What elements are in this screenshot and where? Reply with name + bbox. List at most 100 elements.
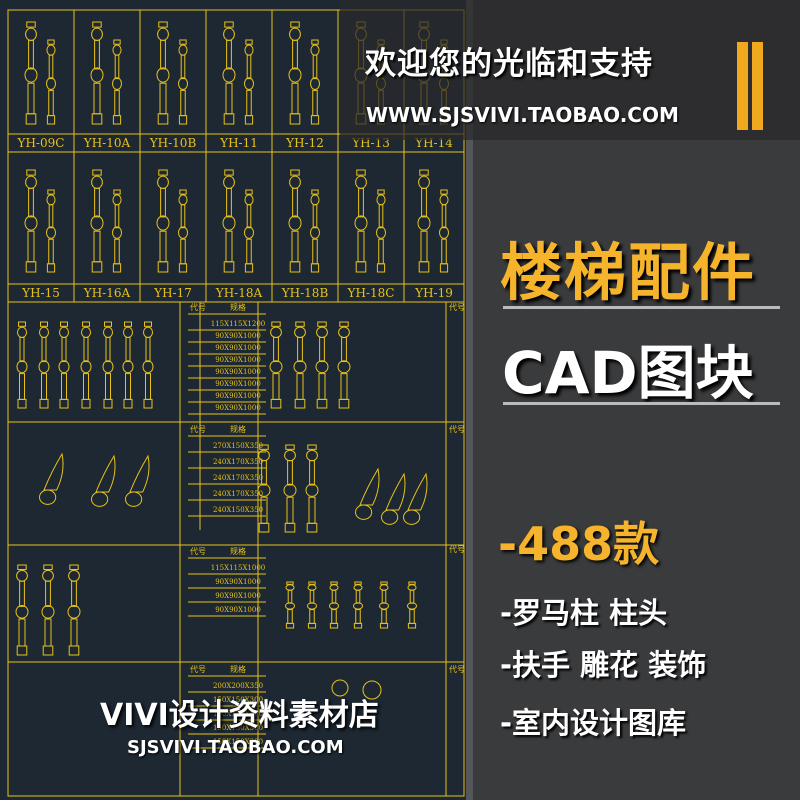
cad-label: YH-12 [285,136,324,150]
title-rule-bottom [503,402,780,405]
cad-baluster-part [409,609,415,624]
header-band [340,0,800,140]
cad-baluster-part [223,113,235,125]
cad-baluster-part [157,175,169,189]
cad-baluster-part [421,187,427,218]
cad-baluster-part [271,321,281,327]
cad-baluster-part [44,618,52,647]
cad-baluster-part [83,336,89,363]
cad-label: 90X90X1000 [215,404,261,412]
cad-baluster-part [90,215,104,231]
cad-baluster-part [245,189,253,195]
cad-baluster-part [16,360,28,374]
cad-baluster-part [83,373,89,400]
cad-baluster-part [258,522,270,533]
cad-label: YH-10A [83,136,131,150]
cad-baluster-part [318,373,326,400]
cad-baluster-part [46,194,56,206]
panel-divider [466,0,473,800]
cad-baluster [269,321,283,409]
cad-baluster-part [311,39,319,45]
cad-baluster-part [142,360,154,374]
cad-baluster-part [312,204,318,229]
product-title: 楼梯配件 [500,236,757,309]
cad-baluster [142,321,154,409]
cad-baluster-part [114,89,120,117]
cad-baluster-part [246,238,252,265]
cad-baluster-part [19,336,25,363]
cad-baluster [38,321,50,409]
cad-baluster-part [420,230,428,263]
cad-carving [355,504,373,520]
cad-baluster-part [246,89,252,117]
cad-baluster [244,189,254,273]
cad-baluster-part [124,321,132,327]
cad-baluster-part [48,89,54,117]
cad-baluster [285,581,295,629]
cad-baluster-part [355,175,367,189]
cad-baluster-part [356,169,366,176]
cad-baluster-part [157,113,169,125]
cad-label: YH-11 [219,136,258,150]
cad-baluster-part [112,194,122,206]
cad-baluster-part [340,373,348,400]
cad-label: 240X170X350 [213,474,263,482]
cad-baluster-part [178,263,188,273]
cad-baluster-part [145,336,151,363]
cad-label: YH-09C [17,136,65,150]
cad-baluster-part [289,113,301,125]
cad-baluster-part [46,115,56,125]
cad-baluster-part [61,373,67,400]
cad-baluster-part [18,321,26,327]
cad-baluster-part [91,27,103,41]
cad-label: 代号 [449,424,465,434]
cad-baluster-part [355,609,361,624]
cad-baluster-part [223,175,235,189]
cad-baluster-part [69,564,79,570]
cad-label: 90X90X1000 [215,606,261,614]
cad-label: YH-18B [281,286,329,300]
cad-baluster-part [380,581,388,585]
cad-baluster [90,169,104,273]
cad-baluster-part [310,226,320,239]
cad-baluster-part [418,261,430,273]
feature-item: -扶手 雕花 装饰 [500,648,707,682]
cad-baluster-part [311,189,319,195]
cad-baluster-part [26,169,36,176]
cad-baluster-part [337,360,351,374]
cad-baluster-part [284,522,296,533]
cad-baluster [307,581,317,629]
cad-baluster-part [91,113,103,125]
cad-baluster-part [122,360,134,374]
cad-baluster-part [180,89,186,117]
cad-label: YH-18C [347,286,395,300]
cad-baluster-part [225,230,233,263]
cad-baluster-part [222,215,236,231]
cad-baluster-part [287,589,293,604]
cad-baluster [178,39,188,125]
cad-baluster-part [439,263,449,273]
cad-baluster-part [68,645,80,656]
cad-baluster-part [92,21,102,28]
cad-baluster-part [312,238,318,265]
cad-baluster-part [24,215,38,231]
cad-baluster-part [310,44,320,56]
cad-baluster-part [91,261,103,273]
cad-baluster-part [329,584,339,591]
cad-baluster-part [353,584,363,591]
cad-baluster-part [272,373,280,400]
cad-baluster-part [261,460,267,486]
cad-baluster [222,21,236,125]
cad-baluster-part [26,21,36,28]
cad-baluster-part [378,238,384,265]
cad-baluster-part [93,82,101,115]
cad-baluster-part [43,564,53,570]
cad-baluster-part [407,584,417,591]
cad-label: 代号 [449,544,465,554]
cad-label: 90X90X1000 [215,332,261,340]
cad-baluster-part [158,169,168,176]
cad-label: 代号 [190,546,206,556]
cad-baluster-part [244,77,254,91]
cad-baluster-part [296,373,304,400]
cad-baluster-part [292,39,298,70]
